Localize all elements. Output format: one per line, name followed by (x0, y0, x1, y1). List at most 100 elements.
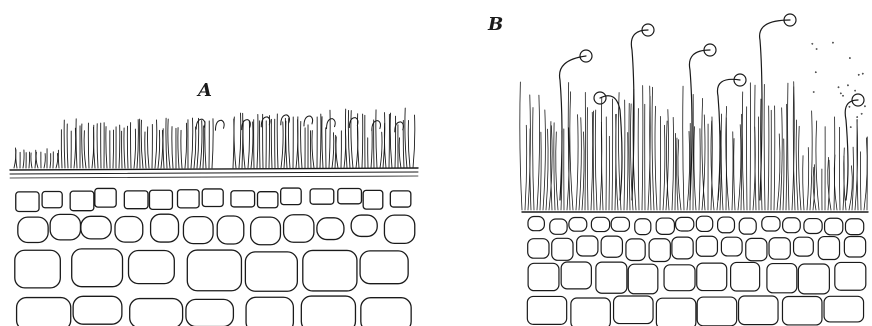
cell (656, 218, 674, 234)
hair-stroke (298, 117, 299, 168)
panel-b-speckles (812, 42, 866, 128)
hair-stroke (764, 84, 765, 210)
hair-stroke (147, 127, 149, 168)
hair-stroke (642, 85, 643, 210)
hair-stroke (537, 95, 540, 210)
hair-stroke (546, 129, 548, 210)
hair-stroke (203, 126, 204, 168)
cell (231, 191, 255, 207)
hair-stroke (721, 114, 723, 210)
panel-b: B (487, 14, 868, 326)
speck (840, 93, 841, 94)
cell (696, 216, 712, 231)
panel-a-label: A (196, 80, 212, 101)
cell (731, 262, 760, 291)
hair-stroke (655, 106, 657, 210)
cell (746, 238, 767, 260)
cell (528, 239, 549, 259)
cell (70, 191, 94, 211)
hair-stroke (799, 126, 801, 210)
hair-stroke (413, 115, 415, 168)
hair-stroke (56, 153, 58, 168)
cell (844, 236, 865, 257)
cell (601, 236, 622, 257)
cell (845, 219, 863, 235)
hair-stroke (376, 110, 377, 168)
hair-stroke (301, 121, 302, 168)
hair-stroke (141, 120, 143, 168)
cell (361, 298, 411, 326)
hair-stroke (127, 126, 128, 168)
hair-stroke (239, 113, 241, 168)
cell (611, 217, 629, 231)
speck (816, 48, 817, 49)
hair-stroke (652, 87, 654, 210)
cell (187, 250, 241, 291)
cell (569, 218, 587, 232)
hair-stroke (161, 130, 163, 168)
hair-stroke (310, 131, 311, 168)
hair-stroke (570, 92, 573, 210)
cell (552, 238, 573, 260)
hair-stroke (44, 154, 45, 168)
cell (656, 298, 696, 326)
cell (363, 190, 383, 209)
hair-stroke (74, 128, 76, 168)
panel-a-hair-fringe (14, 108, 415, 168)
hair-stroke (251, 122, 253, 168)
cell (17, 298, 71, 326)
cell (798, 264, 829, 294)
hair-stroke (699, 129, 700, 210)
panel-b-hair-fringe (520, 82, 868, 210)
hair-stroke (803, 156, 804, 210)
hair-stroke (312, 131, 314, 168)
panel-a-cuticle (10, 168, 418, 178)
hair-stroke (380, 132, 382, 168)
cell (301, 296, 355, 326)
cell (95, 188, 116, 207)
speck (849, 106, 850, 107)
cell (16, 192, 39, 212)
cell (217, 216, 244, 244)
hair-stroke (362, 114, 363, 168)
hair-stroke (178, 128, 179, 168)
hair-stroke (616, 114, 618, 210)
cell (577, 236, 598, 256)
cell (614, 296, 654, 324)
cell (782, 296, 822, 324)
cell (697, 263, 727, 290)
hair-stroke (82, 124, 83, 168)
cell (50, 214, 80, 239)
hair-stroke (543, 110, 545, 210)
cell (676, 217, 694, 231)
hair-stroke (166, 118, 167, 168)
cell (664, 265, 695, 291)
panel-b-cell-layers (522, 212, 868, 326)
hair-stroke (16, 150, 17, 168)
hair-stroke (732, 132, 733, 210)
hair-stroke (281, 122, 283, 168)
hair-stroke (533, 108, 534, 210)
cell (177, 190, 199, 208)
cell (151, 214, 179, 242)
hair-stroke (134, 129, 136, 168)
cell (246, 297, 293, 326)
hair-stroke (155, 120, 157, 168)
cell (626, 239, 645, 261)
hair-stroke (288, 118, 290, 168)
cell (697, 297, 737, 326)
hair-stroke (197, 118, 199, 168)
hair-stroke (768, 106, 769, 210)
hair-stroke (212, 119, 213, 168)
speck (855, 90, 856, 91)
hair-stroke (181, 130, 182, 168)
hair-stroke (31, 153, 32, 168)
hair-stroke (810, 111, 812, 210)
cell (818, 237, 839, 260)
cell (202, 189, 223, 207)
cell (739, 218, 756, 234)
panel-b-label: B (487, 14, 503, 35)
cell (528, 263, 559, 290)
cell (672, 237, 693, 259)
hair-stroke (64, 120, 65, 168)
